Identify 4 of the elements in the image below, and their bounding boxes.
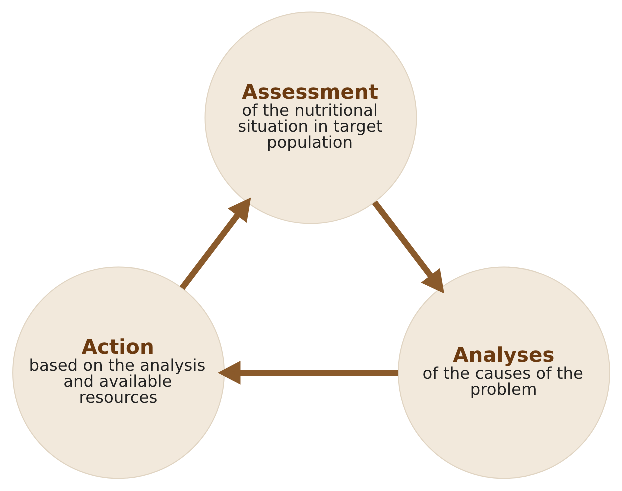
- arrow: [372, 200, 444, 294]
- arrow: [179, 198, 251, 290]
- arrow: [218, 361, 398, 385]
- node-circle: Action based on the analysis and available resources: [12, 266, 224, 480]
